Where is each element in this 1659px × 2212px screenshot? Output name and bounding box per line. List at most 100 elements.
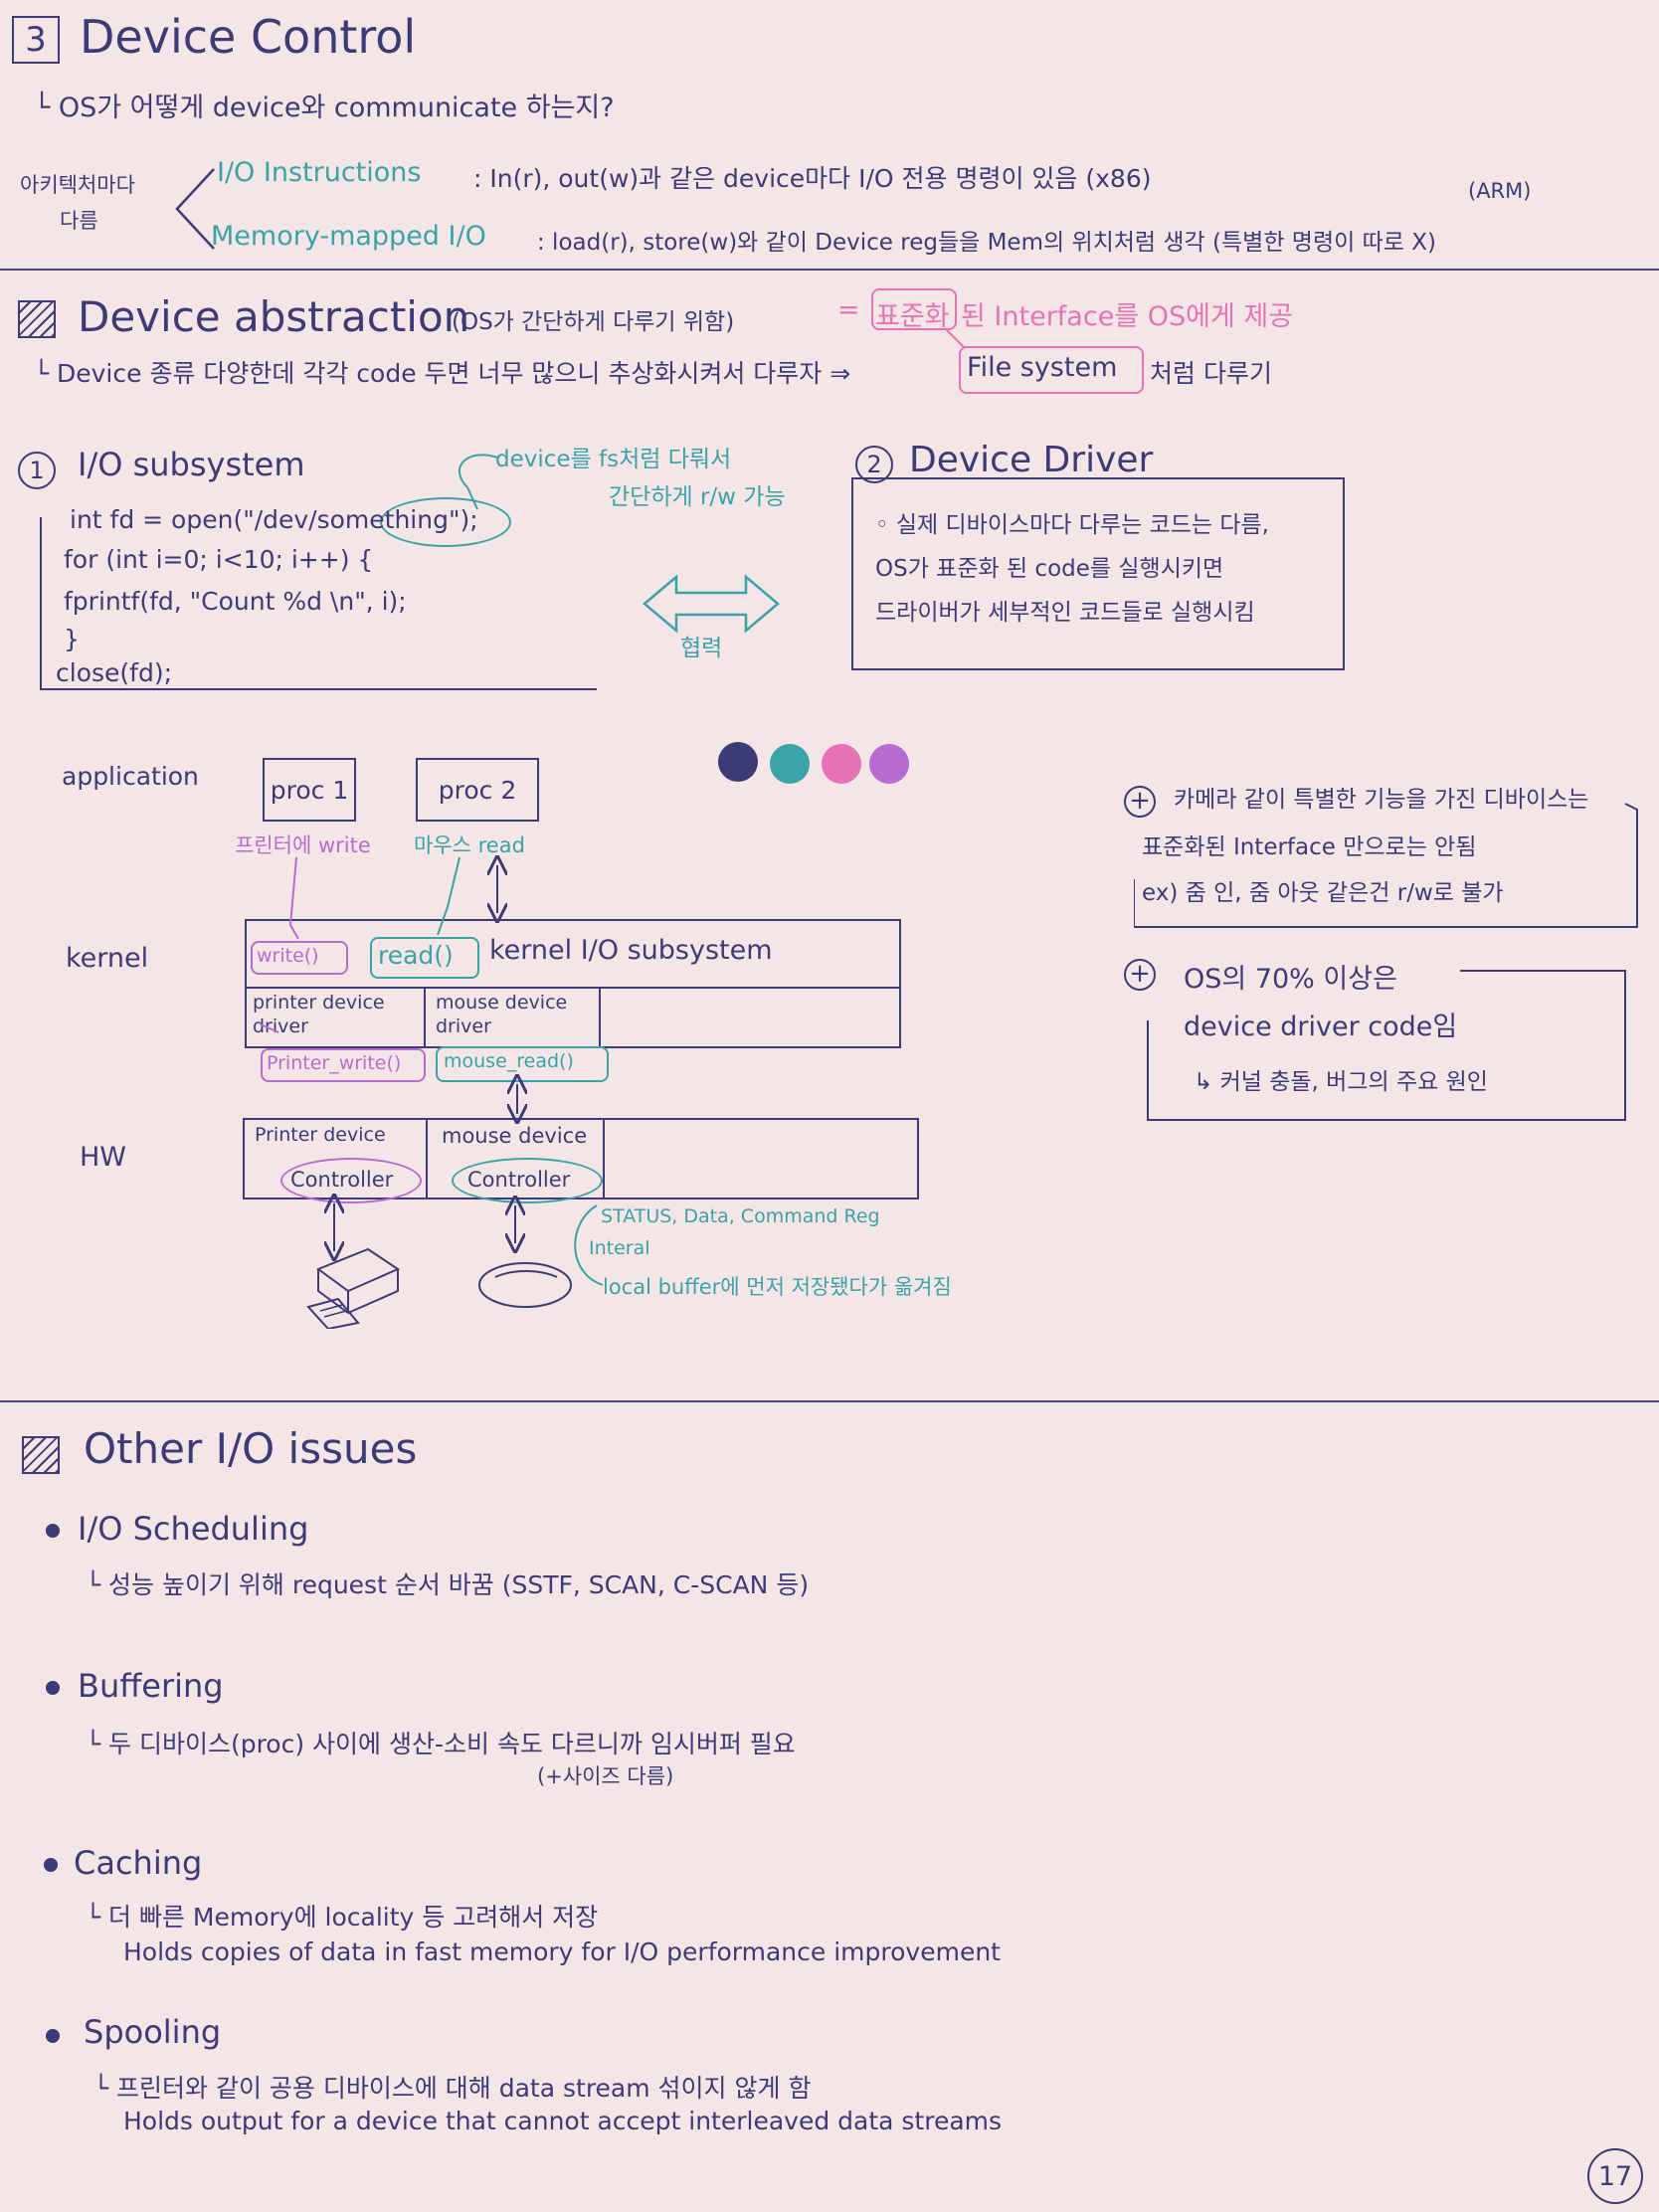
section-title-other: Other I/O issues — [84, 1424, 418, 1473]
item-caching-title: Caching — [74, 1844, 203, 1882]
abstraction-title-note: (OS가 간단하게 다루기 위함) — [452, 309, 735, 335]
section-number: 3 — [25, 20, 47, 60]
side-note1-line-1: 카메라 같이 특별한 기능을 가진 디바이스는 — [1174, 787, 1589, 813]
read-call-label: read() — [378, 941, 454, 970]
bullet-caching — [44, 1858, 58, 1872]
file-system-label: File system — [967, 352, 1118, 383]
hatch-square-abstraction — [18, 300, 56, 338]
device-driver-line-3: 드라이버가 세부적인 코드들로 실행시킴 — [875, 600, 1255, 626]
arch-bracket — [175, 168, 215, 250]
side-note2-line-3: ↳ 커널 충돌, 버그의 주요 원인 — [1194, 1069, 1488, 1095]
section-title-abstraction: Device abstraction — [78, 292, 470, 341]
item-spooling-line-1: └ 프린터와 같이 공용 디바이스에 대해 data stream 섞이지 않게… — [93, 2074, 812, 2103]
pink-prefix: = — [837, 294, 860, 325]
io-subsystem-title: I/O subsystem — [78, 446, 305, 483]
arch-note-line1: 아키텍처마다 — [20, 173, 135, 197]
mouse-read-fn: mouse_read() — [444, 1050, 574, 1072]
ctrl-note-line1: STATUS, Data, Command Reg — [601, 1205, 880, 1227]
side-note2-line-1: OS의 70% 이상은 — [1184, 964, 1397, 995]
pink-connector — [944, 327, 966, 349]
arm-label: (ARM) — [1468, 179, 1532, 203]
hw-box — [243, 1118, 919, 1199]
color-dot-teal — [770, 744, 810, 784]
standard-word-box — [871, 288, 957, 330]
device-driver-title: Device Driver — [909, 440, 1154, 480]
mouse-controller-label: mouse device — [442, 1124, 588, 1148]
hw-col-divider-2 — [603, 1118, 605, 1199]
something-ellipse — [380, 497, 511, 547]
color-dot-purple — [869, 744, 909, 784]
item-spooling-title: Spooling — [84, 2013, 222, 2051]
hatch-square-other — [22, 1436, 60, 1474]
proc2-box: proc 2 — [416, 758, 539, 822]
side-note1-line-3: ex) 줌 인, 줌 아웃 같은건 r/w로 불가 — [1142, 880, 1504, 906]
kernel-col-divider — [424, 987, 426, 1048]
proc1-label: proc 1 — [270, 775, 349, 805]
abstraction-line: └ Device 종류 다양한데 각각 code 두면 너무 많으니 추상화시켜… — [34, 359, 851, 388]
item-buffering-title: Buffering — [78, 1667, 224, 1705]
bullet-buffering — [46, 1681, 60, 1695]
side-note1-line-2: 표준화된 Interface 만으로는 안됨 — [1142, 834, 1477, 860]
file-system-box — [959, 346, 1144, 394]
item-buffering-line-2: (+사이즈 다름) — [537, 1764, 674, 1788]
side-note2-bracket — [1147, 970, 1626, 1121]
item-scheduling-line-1: └ 성능 높이기 위해 request 순서 바꿈 (SSTF, SCAN, C… — [86, 1570, 810, 1599]
section-number-box: 3 — [12, 16, 60, 64]
item-caching-line-1: └ 더 빠른 Memory에 locality 등 고려해서 저장 — [86, 1903, 599, 1932]
item-buffering-line-1: └ 두 디바이스(proc) 사이에 생산-소비 속도 다르니까 임시버퍼 필요 — [86, 1730, 796, 1758]
page-number-circle: 17 — [1587, 2148, 1643, 2204]
read-call-box — [370, 937, 479, 979]
printer-controller: Controller — [290, 1168, 394, 1192]
kernel-row-divider — [245, 987, 901, 989]
mmio-desc: : load(r), store(w)와 같이 Device reg들을 Mem… — [537, 230, 1436, 256]
io-instructions-desc: : In(r), out(w)과 같은 device마다 I/O 전용 명령이 … — [473, 164, 1152, 193]
cooperation-arrow-icon — [643, 574, 780, 634]
device-driver-line-2: OS가 표준화 된 code를 실행시키면 — [875, 556, 1224, 582]
code-line-1: int fd = open("/dev/something"); — [70, 505, 478, 534]
side-note1-bracket — [1134, 803, 1638, 928]
printer-write-note: 프린터에 write — [235, 833, 371, 857]
ctrl-note-line2: Interal — [589, 1237, 650, 1259]
code-box — [40, 517, 597, 690]
printer-controller-ellipse — [280, 1158, 422, 1203]
bullet-spooling — [46, 2029, 60, 2043]
item-scheduling-title: I/O Scheduling — [78, 1510, 309, 1548]
color-dot-pink — [822, 744, 861, 784]
code-line-5: close(fd); — [56, 658, 172, 687]
abstraction-pink-note: 된 Interface를 OS에게 제공 — [961, 301, 1294, 332]
kernel-col-divider-2 — [599, 987, 601, 1048]
side-note1-plus-icon: + — [1124, 786, 1156, 818]
bullet-scheduling — [46, 1524, 60, 1538]
device-driver-number: 2 — [855, 446, 893, 483]
io-subsystem-note-line2: 간단하게 r/w 가능 — [609, 484, 786, 510]
device-driver-line-1: ◦ 실제 디바이스마다 다루는 코드는 다름, — [875, 512, 1269, 538]
layer-kernel: kernel — [66, 943, 149, 974]
arch-note-line2: 다름 — [60, 209, 98, 233]
item-spooling-line-2: Holds output for a device that cannot ac… — [123, 2107, 1003, 2135]
printer-icon — [306, 1247, 401, 1329]
write-call-label: write() — [257, 945, 319, 967]
code-line-2: for (int i=0; i<10; i++) { — [64, 545, 374, 574]
proc2-label: proc 2 — [438, 775, 517, 805]
kernel-io-subsystem-label: kernel I/O subsystem — [489, 935, 773, 966]
device-control-subtitle: └ OS가 어떻게 device와 communicate 하는지? — [34, 92, 615, 123]
section-title-device-control: Device Control — [80, 10, 417, 64]
code-line-3: fprintf(fd, "Count %d \n", i); — [64, 587, 407, 616]
side-note2-line-2: device driver code임 — [1184, 1012, 1458, 1042]
divider-1 — [0, 269, 1659, 271]
mouse-read-note: 마우스 read — [414, 833, 525, 857]
cooperate-label: 협력 — [680, 636, 723, 661]
printer-write-fn: Printer_write() — [267, 1052, 402, 1074]
mouse-controller: Controller — [467, 1168, 571, 1192]
mouse-controller-ellipse — [452, 1158, 603, 1203]
color-dot-navy — [718, 742, 758, 782]
printer-controller-label: Printer device — [255, 1124, 386, 1146]
layer-hw: HW — [80, 1142, 126, 1173]
file-system-suffix: 처럼 다루기 — [1150, 359, 1272, 388]
hw-col-divider — [426, 1118, 428, 1199]
mouse-driver-label: mouse device driver — [436, 992, 568, 1037]
device-driver-box — [851, 477, 1345, 670]
io-subsystem-note-line1: device를 fs처럼 다뤄서 — [495, 447, 732, 472]
mmio-term: Memory-mapped I/O — [211, 221, 486, 252]
standard-word: 표준화 — [875, 301, 950, 332]
